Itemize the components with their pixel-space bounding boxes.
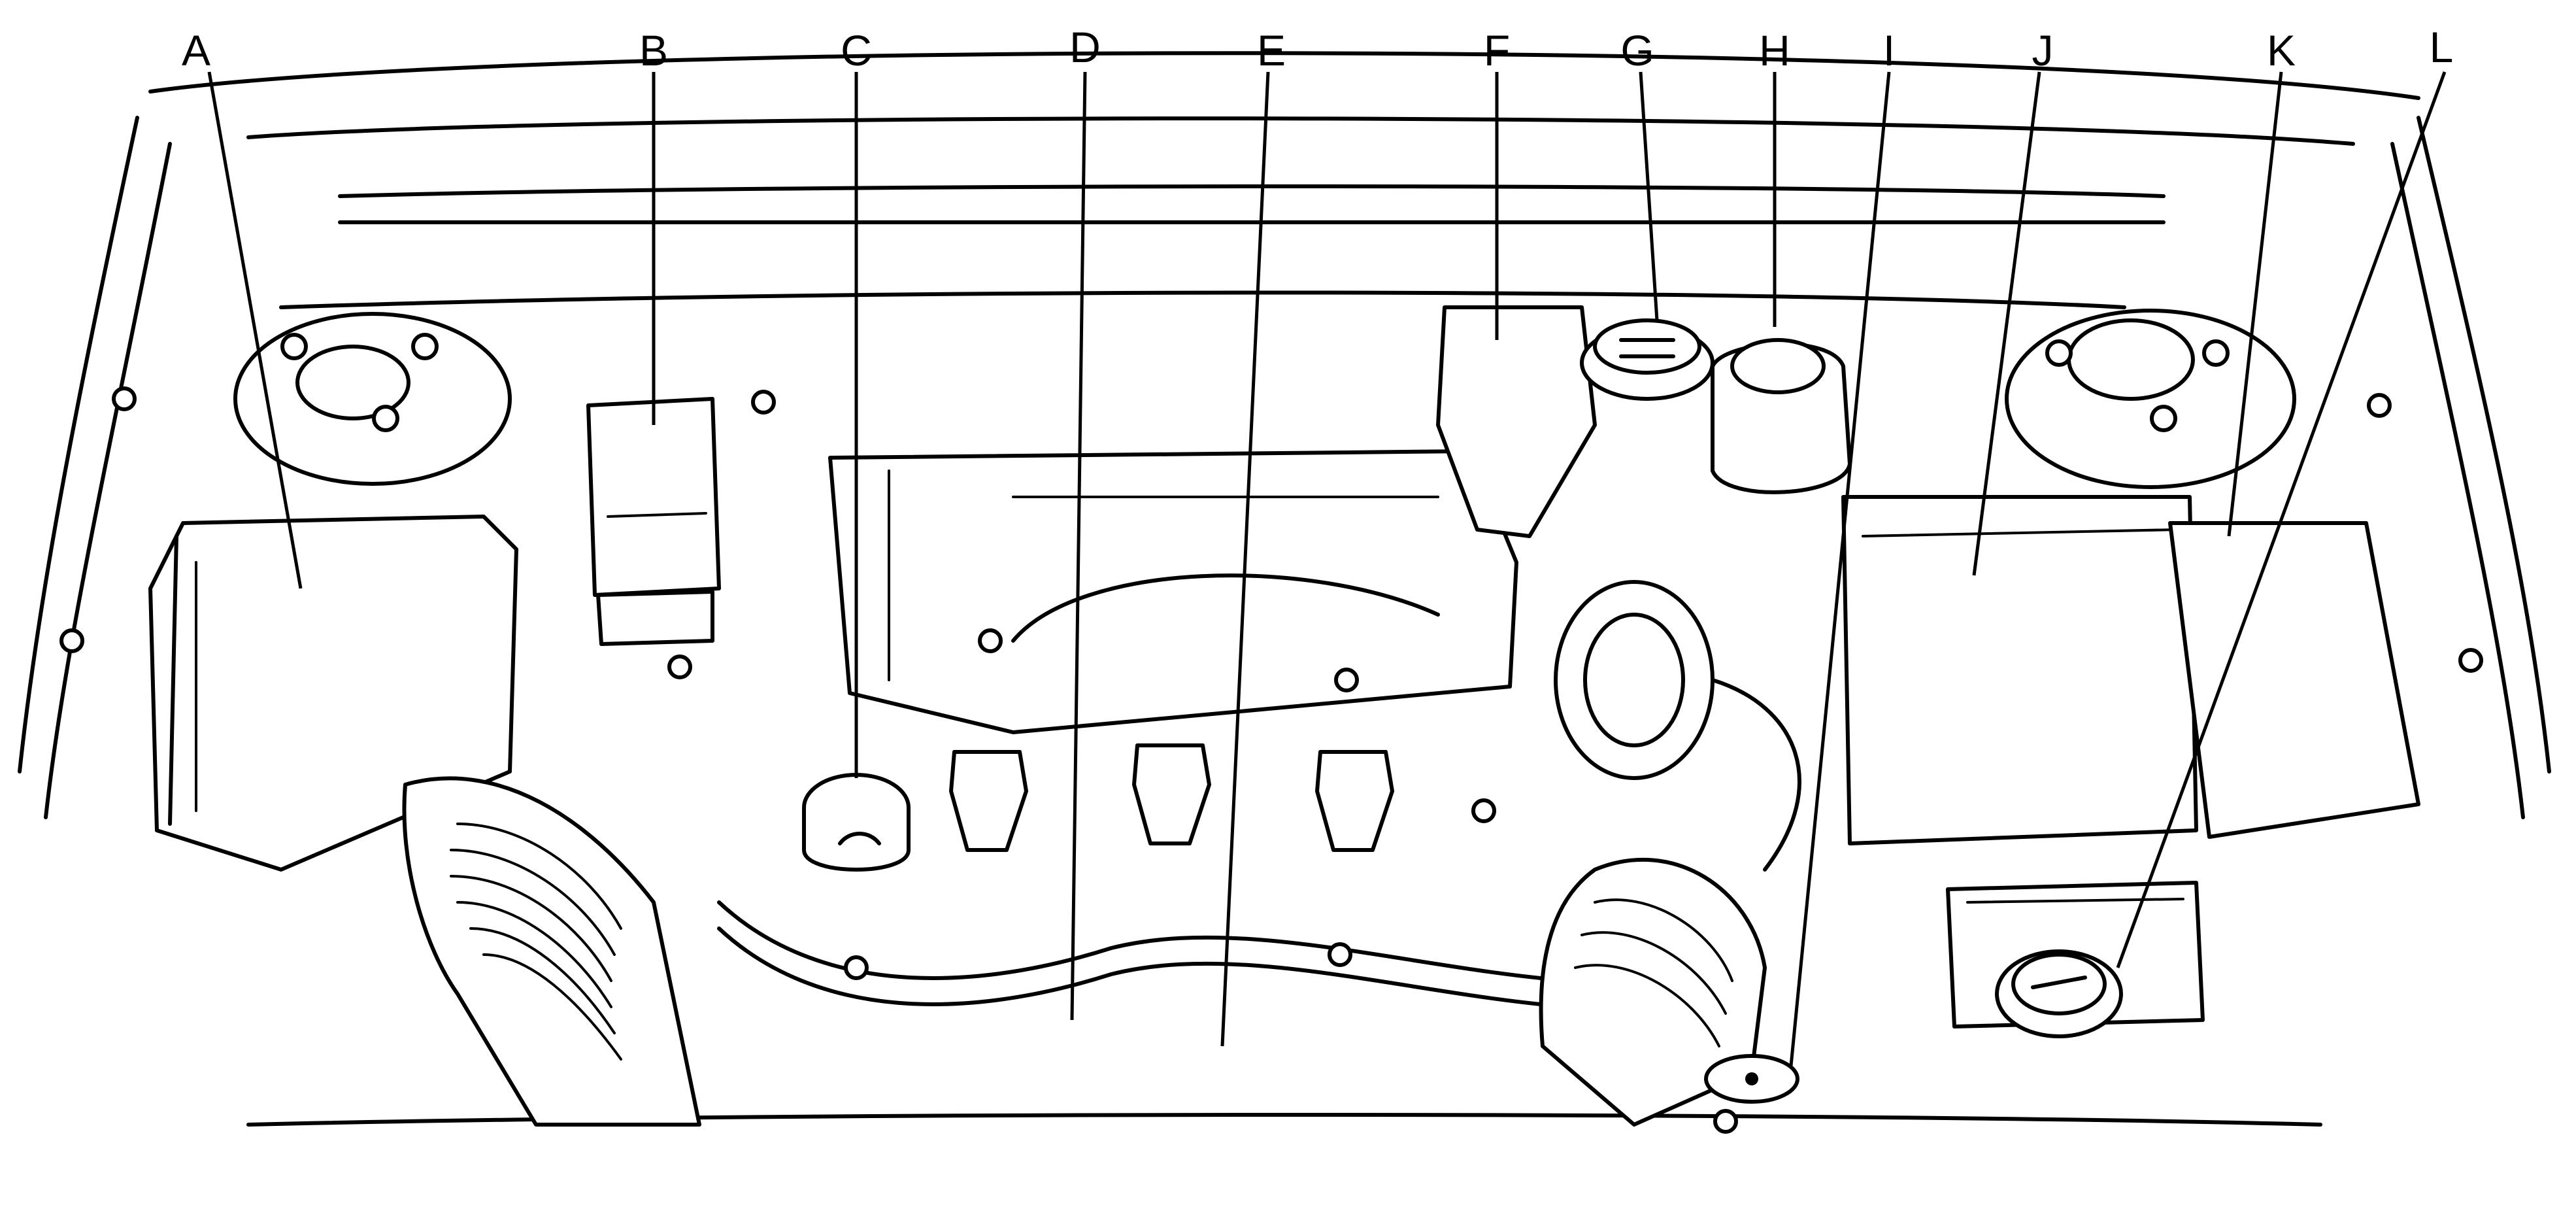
callout-a: A — [182, 26, 303, 589]
left-strut-tower — [233, 312, 512, 486]
callout-h: H — [1759, 26, 1790, 327]
coolant-reservoir — [1436, 305, 1715, 538]
callout-g-text: G — [1620, 26, 1654, 75]
right-strut-tower — [2005, 309, 2296, 489]
bolts — [59, 386, 2483, 1134]
callout-e-text: E — [1257, 26, 1286, 75]
callout-j-leader — [1972, 71, 2041, 576]
oil-filler-cap — [802, 773, 911, 872]
callout-a-text: A — [182, 26, 210, 75]
ignition-coils — [949, 743, 1394, 852]
engine-compartment-drawing — [18, 51, 2551, 1134]
callout-d-leader — [1070, 71, 1087, 1021]
callout-c-text: C — [841, 26, 872, 75]
callout-l-leader — [2116, 71, 2447, 968]
engine-oil-dipstick — [1704, 1054, 1799, 1104]
callout-g: G — [1620, 26, 1659, 321]
callout-b-text: B — [639, 26, 668, 75]
callout-labels: A B C D E F G H — [182, 23, 2453, 1066]
air-intake-duct-left — [402, 776, 701, 1127]
callout-e: E — [1220, 26, 1286, 1047]
callout-l: L — [2116, 23, 2454, 968]
callout-b: B — [639, 26, 668, 425]
wiring-harness — [717, 900, 1571, 1009]
callout-k: K — [2227, 26, 2296, 537]
callout-j-text: J — [2032, 26, 2054, 75]
callout-f: F — [1484, 26, 1510, 340]
throttle-body — [1554, 580, 1715, 780]
power-steering-reservoir — [1711, 338, 1852, 494]
hood-frame — [18, 51, 2551, 1127]
callout-e-leader — [1220, 71, 1270, 1047]
battery-tray — [2168, 521, 2420, 839]
callout-i-leader — [1789, 71, 1891, 1066]
callout-i-text: I — [1883, 26, 1895, 75]
callout-g-leader — [1639, 71, 1659, 321]
engine-valve-cover — [828, 449, 1518, 734]
battery — [1841, 495, 2198, 845]
callout-f-text: F — [1484, 26, 1510, 75]
callout-c: C — [841, 26, 872, 778]
callout-k-text: K — [2267, 26, 2296, 75]
callout-k-leader — [2227, 71, 2283, 537]
callout-d-text: D — [1069, 23, 1101, 71]
callout-d: D — [1069, 23, 1101, 1021]
air-intake-duct-right — [1539, 678, 1801, 1127]
callout-i: I — [1789, 26, 1895, 1066]
callout-l-text: L — [2430, 23, 2454, 71]
washer-fluid-cap — [1995, 949, 2123, 1038]
underhood-fuse-box — [586, 390, 776, 646]
callout-h-text: H — [1759, 26, 1790, 75]
callout-j: J — [1972, 26, 2054, 576]
callout-a-leader — [207, 71, 303, 589]
